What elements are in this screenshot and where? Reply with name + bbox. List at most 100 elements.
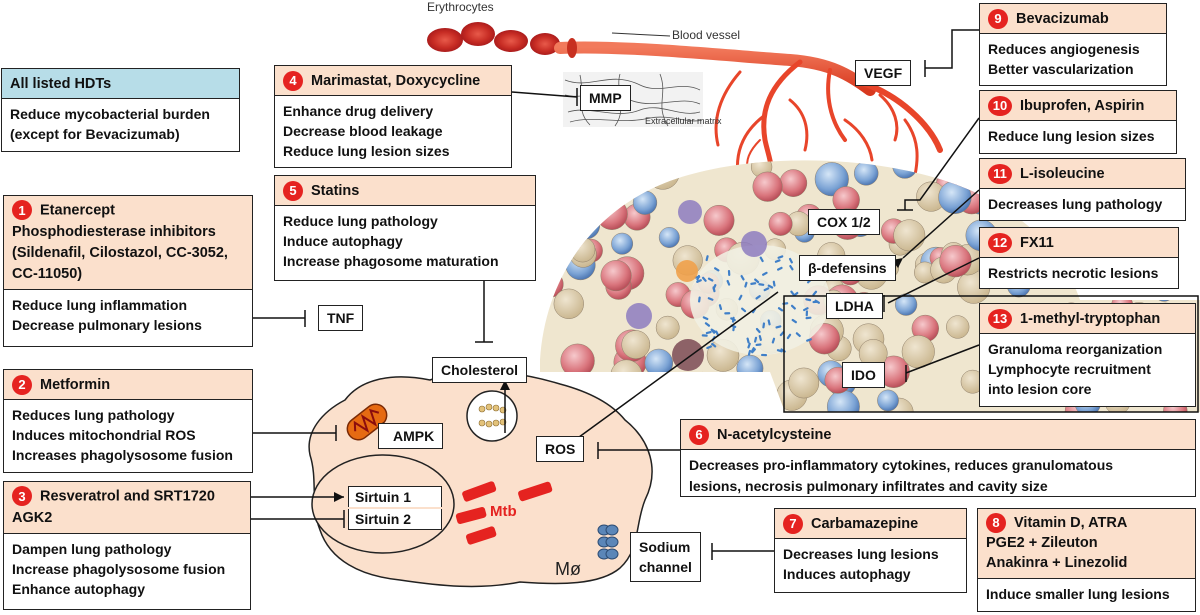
- granuloma-cell: [826, 390, 860, 412]
- sodium-channel-line-2: channel: [639, 559, 692, 575]
- mtb-bacillus: [805, 310, 809, 317]
- granuloma-cell: [645, 397, 673, 412]
- effect-line: Decreases pro-inflammatory cytokines, re…: [689, 457, 1114, 473]
- hdt-11-header: 11 L-isoleucine: [980, 159, 1185, 189]
- target-beta-defensins: β-defensins: [799, 255, 896, 281]
- granuloma-cell: [752, 171, 783, 202]
- mtb-bacillus: [758, 335, 762, 341]
- hdt-1-title-line: Phosphodiesterase inhibitors: [12, 223, 216, 240]
- hdt-7-header: 7 Carbamazepine: [775, 509, 966, 539]
- granuloma-cell: [647, 160, 669, 181]
- hdt-8-number-badge: 8: [986, 513, 1006, 533]
- hdt-3-title-line: AGK2: [12, 509, 53, 526]
- hdt-7-title: Carbamazepine: [811, 515, 919, 532]
- effect-line: Decrease pulmonary lesions: [12, 317, 202, 333]
- target-ampk: AMPK: [378, 423, 444, 449]
- mtb-bacillus: [754, 336, 758, 343]
- effect-line: Granuloma reorganization: [988, 341, 1163, 357]
- granuloma-cell: [938, 180, 972, 214]
- mtb-bacillus: [730, 317, 736, 322]
- mtb-bacillus: [696, 279, 702, 284]
- effect-line: Dampen lung pathology: [12, 541, 172, 557]
- mtb-bacillus: [707, 297, 714, 301]
- erythrocyte: [461, 22, 495, 46]
- hdt-12-effects: Restricts necrotic lesions: [980, 258, 1178, 288]
- granuloma-cell: [553, 288, 584, 319]
- target-mmp: MMP: [580, 85, 631, 111]
- mtb-bacillus: [710, 328, 716, 334]
- erythrocyte: [530, 33, 560, 55]
- hdt-7-number-badge: 7: [783, 513, 803, 534]
- hdt-11-number-badge: 11: [988, 163, 1012, 184]
- granuloma-cell: [596, 198, 628, 230]
- mtb-bacillus: [740, 274, 745, 281]
- mtb-bacillus: [771, 337, 776, 344]
- granuloma-cell: [610, 359, 643, 392]
- target-sodium-channel: Sodium channel: [630, 532, 701, 582]
- granuloma-cell: [645, 160, 680, 190]
- mtb-bacillus: [761, 353, 768, 357]
- mtb-bacillus: [755, 327, 761, 334]
- granuloma-cell: [877, 389, 899, 412]
- hdt-13-effects: Granuloma reorganization Lymphocyte recr…: [980, 334, 1195, 404]
- target-ido: IDO: [842, 362, 885, 388]
- erythrocytes-illustration: [427, 22, 560, 55]
- granuloma-cell: [958, 160, 980, 173]
- lipid-vesicle: [466, 390, 518, 442]
- hdt-6-title: N-acetylcysteine: [717, 426, 832, 443]
- hdt-13-title: 1-methyl-tryptophan: [1020, 310, 1161, 327]
- mtb-bacillus: [772, 280, 776, 287]
- effect-line: Reduce lung lesion sizes: [283, 143, 450, 159]
- sodium-channel-protein: [597, 524, 619, 560]
- effect-line: Enhance drug delivery: [283, 103, 434, 119]
- hdt-4-title: Marimastat, Doxycycline: [311, 72, 481, 89]
- granuloma-cell: [655, 315, 680, 340]
- granuloma-zoom-frame: [783, 295, 1199, 413]
- mtb-bacillus: [747, 349, 752, 356]
- mtb-bacillus: [789, 264, 794, 271]
- effect-line: into lesion core: [988, 381, 1092, 397]
- mtb-bacillus: [775, 325, 782, 329]
- mtb-bacillus: [803, 307, 809, 312]
- mtb-bacillus: [714, 267, 720, 272]
- hdt-3-effects: Dampen lung pathology Increase phagolyso…: [4, 534, 250, 604]
- mtb-bacillus: [790, 304, 796, 310]
- granuloma-cell: [893, 219, 926, 252]
- granuloma-cell: [591, 185, 614, 208]
- mtb-bacillus: [754, 278, 760, 284]
- target-tnf: TNF: [318, 305, 364, 331]
- summary-body: Reduce mycobacterial burden (except for …: [2, 99, 239, 149]
- hdt-3-title: Resveratrol and SRT1720: [40, 488, 215, 505]
- summary-line: Reduce mycobacterial burden: [10, 106, 210, 122]
- hdt-8-title-line: PGE2 + Zileuton: [986, 535, 1098, 551]
- mtb-bacillus: [759, 256, 764, 263]
- mtb-bacillus: [701, 334, 708, 337]
- hdt-2-title: Metformin: [40, 376, 111, 393]
- hdt-1-effects: Reduce lung inflammation Decrease pulmon…: [4, 290, 252, 340]
- effect-line: Induce autophagy: [283, 233, 403, 249]
- mtb-bacillus: [806, 338, 812, 342]
- granuloma-cell: [731, 377, 760, 406]
- mtb-bacillus: [747, 342, 751, 349]
- effect-line: Increases phagolysosome fusion: [12, 447, 233, 463]
- hdt-6-effects: Decreases pro-inflammatory cytokines, re…: [681, 450, 1195, 502]
- granuloma-cell: [779, 169, 808, 197]
- hdt-11-title: L-isoleucine: [1020, 165, 1105, 182]
- mtb-bacillus: [704, 322, 711, 327]
- hdt-8-title: Vitamin D, ATRA: [1014, 515, 1128, 531]
- target-sirtuin-2: Sirtuin 2: [348, 509, 442, 530]
- hdt-10-number-badge: 10: [988, 95, 1012, 116]
- effect-line: Reduces lung pathology: [12, 407, 175, 423]
- hdt-2-number-badge: 2: [12, 374, 32, 395]
- mtb-bacillus: [744, 281, 748, 288]
